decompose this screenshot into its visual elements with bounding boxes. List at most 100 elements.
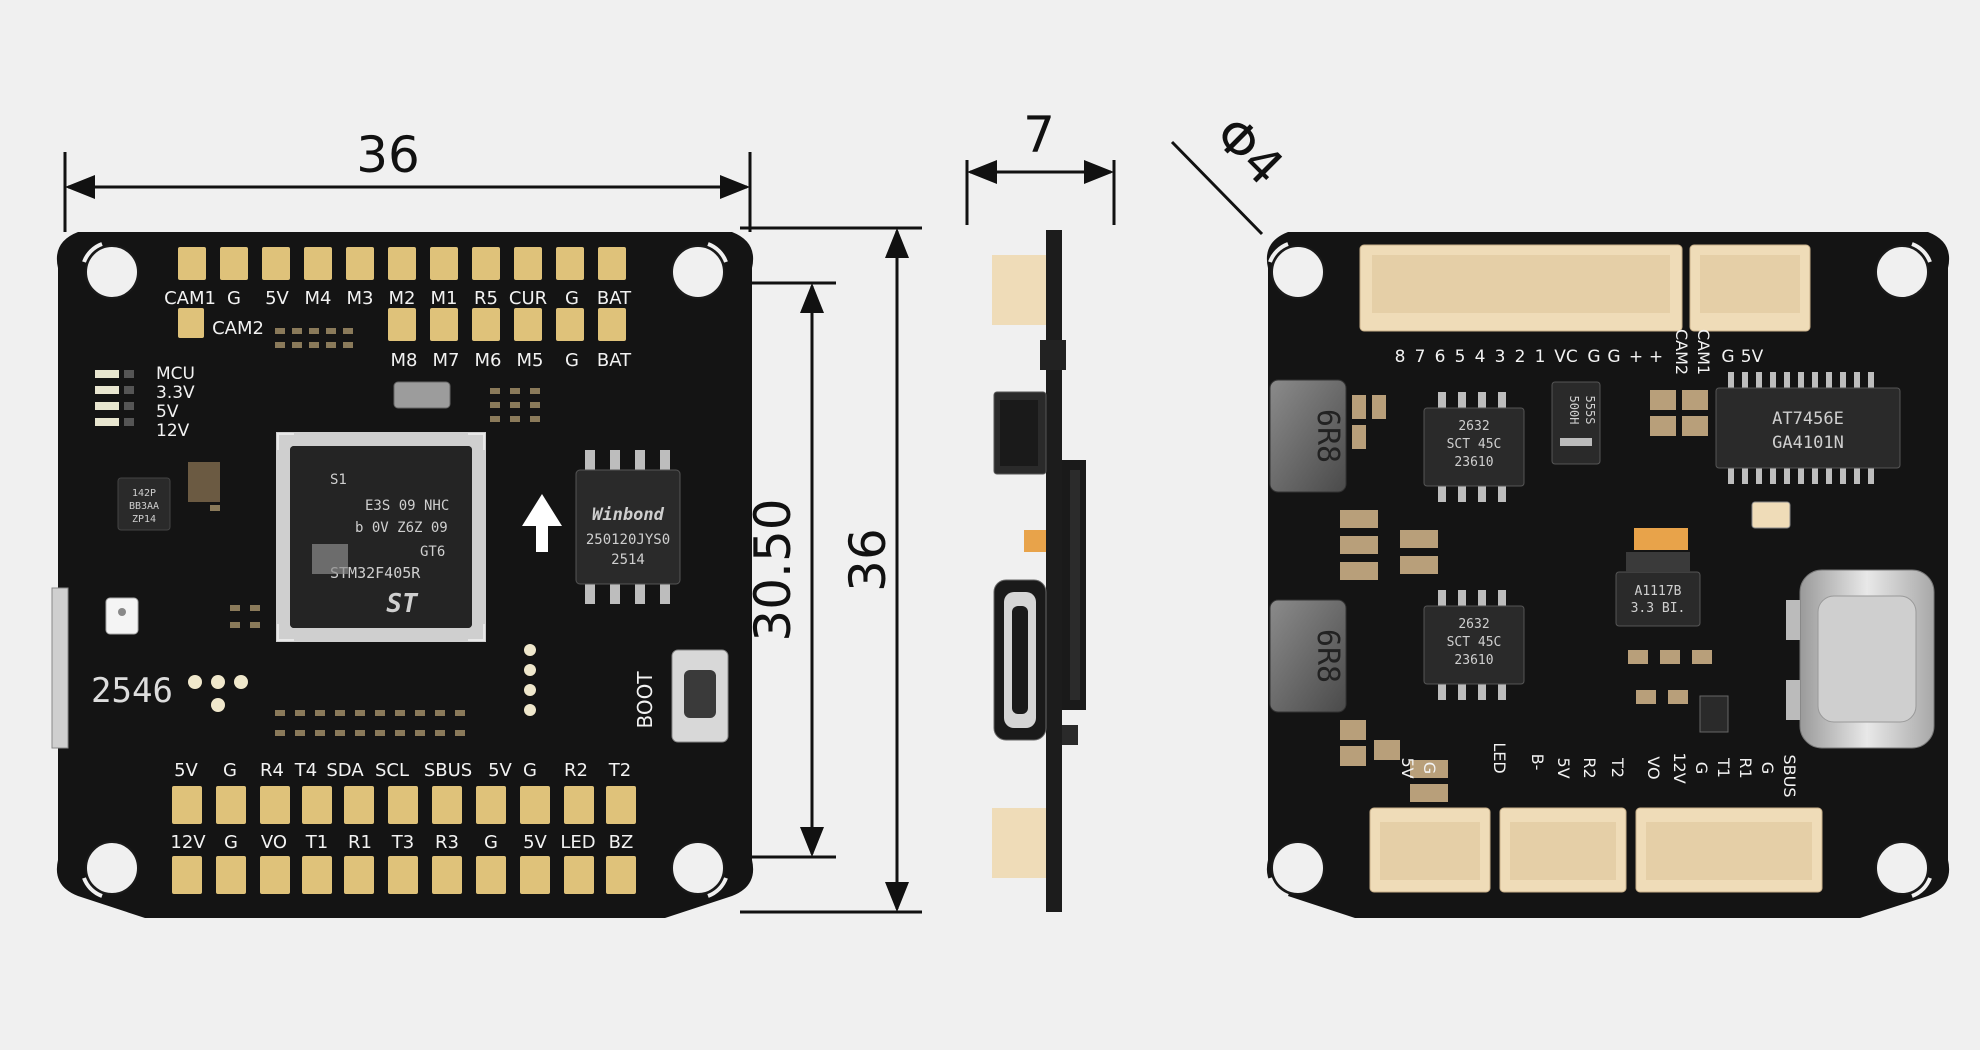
svg-text:3.3 BI.: 3.3 BI. — [1631, 601, 1686, 616]
svg-text:BAT: BAT — [597, 288, 632, 309]
connector-labels-bottom: 5V G LED B- 5V R2 T2 VO 12V G T1 R1 G SB… — [1398, 742, 1799, 797]
svg-text:6R8: 6R8 — [1310, 409, 1345, 463]
buck-chip-1: 2632 SCT 45C 23610 — [1423, 392, 1525, 502]
side-connector-left — [51, 587, 69, 749]
mount-holes-top — [85, 245, 725, 895]
svg-text:R2: R2 — [1580, 757, 1599, 778]
dim-width-label: 36 — [356, 126, 420, 184]
svg-text:T2: T2 — [1608, 757, 1627, 778]
svg-text:5V: 5V — [265, 288, 289, 309]
svg-text:SBUS: SBUS — [1780, 755, 1799, 798]
svg-text:G: G — [565, 350, 579, 371]
buck-chip-2: 2632 SCT 45C 23610 — [1423, 590, 1525, 700]
svg-text:S1: S1 — [330, 472, 347, 488]
pad-labels-bottom-upper: 5V G R4 T4 SDA SCL SBUS 5V G R2 T2 — [174, 760, 631, 781]
svg-text:6R8: 6R8 — [1310, 629, 1345, 683]
svg-text:T3: T3 — [391, 832, 414, 853]
smd-parts-bottom — [1340, 390, 1712, 802]
cam2-pad — [178, 308, 204, 338]
dim-hole-diameter-label: Φ4 — [1203, 105, 1294, 196]
dim-thickness-label: 7 — [1023, 106, 1055, 164]
svg-text:SCL: SCL — [375, 760, 409, 781]
svg-text:R1: R1 — [1736, 757, 1755, 778]
svg-text:12V: 12V — [170, 832, 206, 853]
svg-text:SCT 45C: SCT 45C — [1447, 437, 1502, 452]
svg-text:2: 2 — [1515, 347, 1526, 367]
svg-text:G: G — [1607, 347, 1620, 367]
svg-text:M1: M1 — [431, 288, 458, 309]
dim-height-label: 36 — [839, 528, 897, 592]
connector-bottom-left — [1369, 807, 1491, 893]
svg-text:M2: M2 — [389, 288, 416, 309]
svg-text:250120JYS0: 250120JYS0 — [586, 532, 670, 548]
svg-text:6: 6 — [1435, 347, 1446, 367]
pad-row-bottom — [172, 786, 636, 894]
svg-text:2632: 2632 — [1458, 419, 1489, 434]
svg-text:LED: LED — [560, 832, 595, 853]
orientation-arrow-icon — [522, 494, 562, 552]
smd-parts-top — [190, 328, 540, 736]
svg-text:3.3V: 3.3V — [156, 383, 195, 403]
usb-c-port[interactable] — [1786, 569, 1935, 749]
transistor — [1699, 695, 1729, 733]
svg-text:T2: T2 — [608, 760, 631, 781]
diode-chip: 500H 555S — [1551, 381, 1601, 465]
fc-top-view: CAM1 G 5V M4 M3 M2 M1 R5 CUR G BAT CAM2 … — [51, 232, 754, 918]
cam2-label-bottom: CAM2 — [1672, 329, 1691, 375]
svg-text:3: 3 — [1495, 347, 1506, 367]
pad-labels-second: M8 M7 M6 M5 G BAT — [391, 350, 633, 371]
osd-chip: AT7456E GA4101N — [1715, 372, 1901, 484]
crystal — [393, 381, 451, 409]
connector-bottom-right — [1635, 807, 1823, 893]
inductor-1: 6R8 — [1269, 379, 1347, 493]
boot-label: BOOT — [633, 671, 657, 729]
pcb-side — [1046, 230, 1062, 912]
connector-top-main — [1359, 244, 1683, 332]
svg-text:BAT: BAT — [597, 350, 632, 371]
mount-holes-bottom — [1271, 245, 1929, 895]
svg-text:SCT 45C: SCT 45C — [1447, 635, 1502, 650]
svg-text:5V: 5V — [488, 760, 512, 781]
svg-text:500H: 500H — [1567, 396, 1581, 425]
svg-text:G: G — [1692, 762, 1711, 774]
svg-text:ST: ST — [386, 589, 419, 619]
crystal-bottom — [1751, 501, 1791, 529]
svg-text:G: G — [224, 832, 238, 853]
ldo-chip: A1117B 3.3 BI. — [1615, 528, 1701, 627]
fc-side-view — [992, 230, 1086, 912]
svg-text:23610: 23610 — [1454, 653, 1493, 668]
svg-text:G: G — [1420, 762, 1439, 774]
svg-text:R1: R1 — [348, 832, 372, 853]
svg-text:A1117B: A1117B — [1635, 584, 1682, 599]
connector-labels-top: 8 7 6 5 4 3 2 1 VC G G + + — [1395, 347, 1664, 367]
connector-bottom-mid — [1499, 807, 1627, 893]
svg-text:7: 7 — [1415, 347, 1426, 367]
svg-text:B-: B- — [1528, 754, 1547, 771]
svg-text:+: + — [1649, 347, 1663, 367]
svg-text:G: G — [1587, 347, 1600, 367]
svg-text:5V: 5V — [523, 832, 547, 853]
svg-text:SDA: SDA — [326, 760, 364, 781]
svg-text:2514: 2514 — [611, 552, 645, 568]
svg-text:GT6: GT6 — [420, 544, 445, 560]
svg-text:M6: M6 — [475, 350, 502, 371]
svg-text:4: 4 — [1475, 347, 1486, 367]
svg-text:CAM1: CAM1 — [164, 288, 216, 309]
svg-text:5V: 5V — [1554, 757, 1573, 778]
cam-g-label: G — [1721, 347, 1734, 367]
svg-text:1: 1 — [1535, 347, 1546, 367]
svg-text:5V: 5V — [156, 402, 179, 422]
svg-text:R3: R3 — [435, 832, 459, 853]
svg-text:MCU: MCU — [156, 364, 195, 384]
svg-text:5: 5 — [1455, 347, 1466, 367]
svg-text:23610: 23610 — [1454, 455, 1493, 470]
svg-text:G: G — [484, 832, 498, 853]
cam-5v-label: 5V — [1741, 347, 1764, 367]
via-dots — [188, 644, 536, 716]
svg-text:M4: M4 — [305, 288, 332, 309]
svg-text:CUR: CUR — [509, 288, 547, 309]
pad-labels-bottom-lower: 12V G VO T1 R1 T3 R3 G 5V LED BZ — [170, 832, 633, 853]
svg-text:5V: 5V — [174, 760, 198, 781]
boot-button[interactable] — [671, 649, 729, 743]
